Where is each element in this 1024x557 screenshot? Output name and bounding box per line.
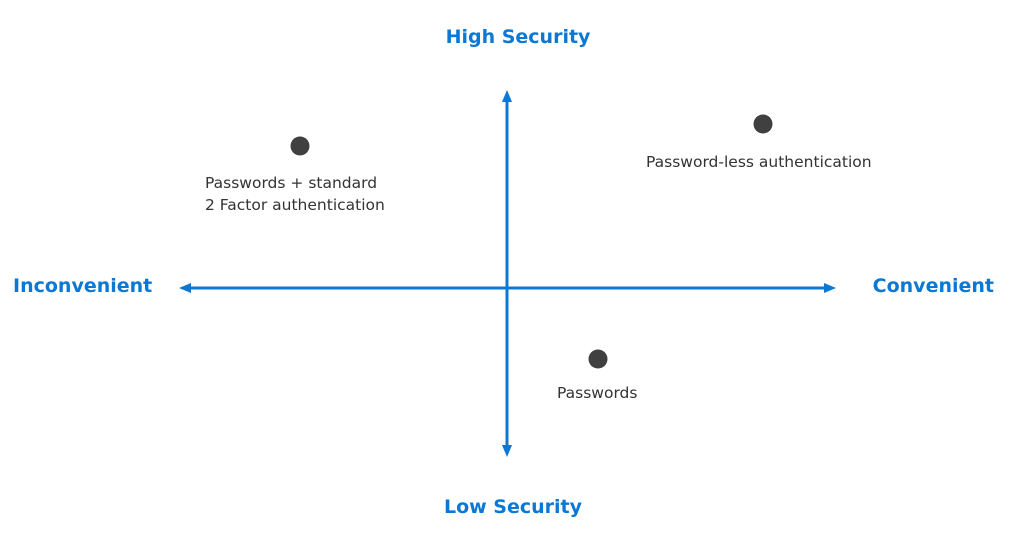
point-label-passwordless: Password-less authentication xyxy=(646,151,872,173)
vertical-axis-arrow-down xyxy=(502,445,512,457)
axis-label-convenient: Convenient xyxy=(872,275,994,297)
horizontal-axis-arrow-right xyxy=(824,283,836,293)
point-passwords xyxy=(588,349,608,369)
point-label-line: Passwords xyxy=(557,384,638,402)
point-twofactor xyxy=(290,136,310,156)
point-passwordless xyxy=(753,114,773,134)
point-label-twofactor: Passwords + standard 2 Factor authentica… xyxy=(205,172,385,216)
point-label-line: Passwords + standard xyxy=(205,174,378,192)
axis-label-low-security: Low Security xyxy=(443,496,583,518)
point-label-line: 2 Factor authentication xyxy=(205,196,385,214)
point-label-passwords: Passwords xyxy=(557,382,637,404)
axis-label-high-security: High Security xyxy=(445,26,591,48)
axis-label-inconvenient: Inconvenient xyxy=(13,275,153,297)
horizontal-axis-arrow-left xyxy=(179,283,191,293)
point-label-line: Password-less authentication xyxy=(646,153,872,171)
vertical-axis-arrow-up xyxy=(502,90,512,102)
